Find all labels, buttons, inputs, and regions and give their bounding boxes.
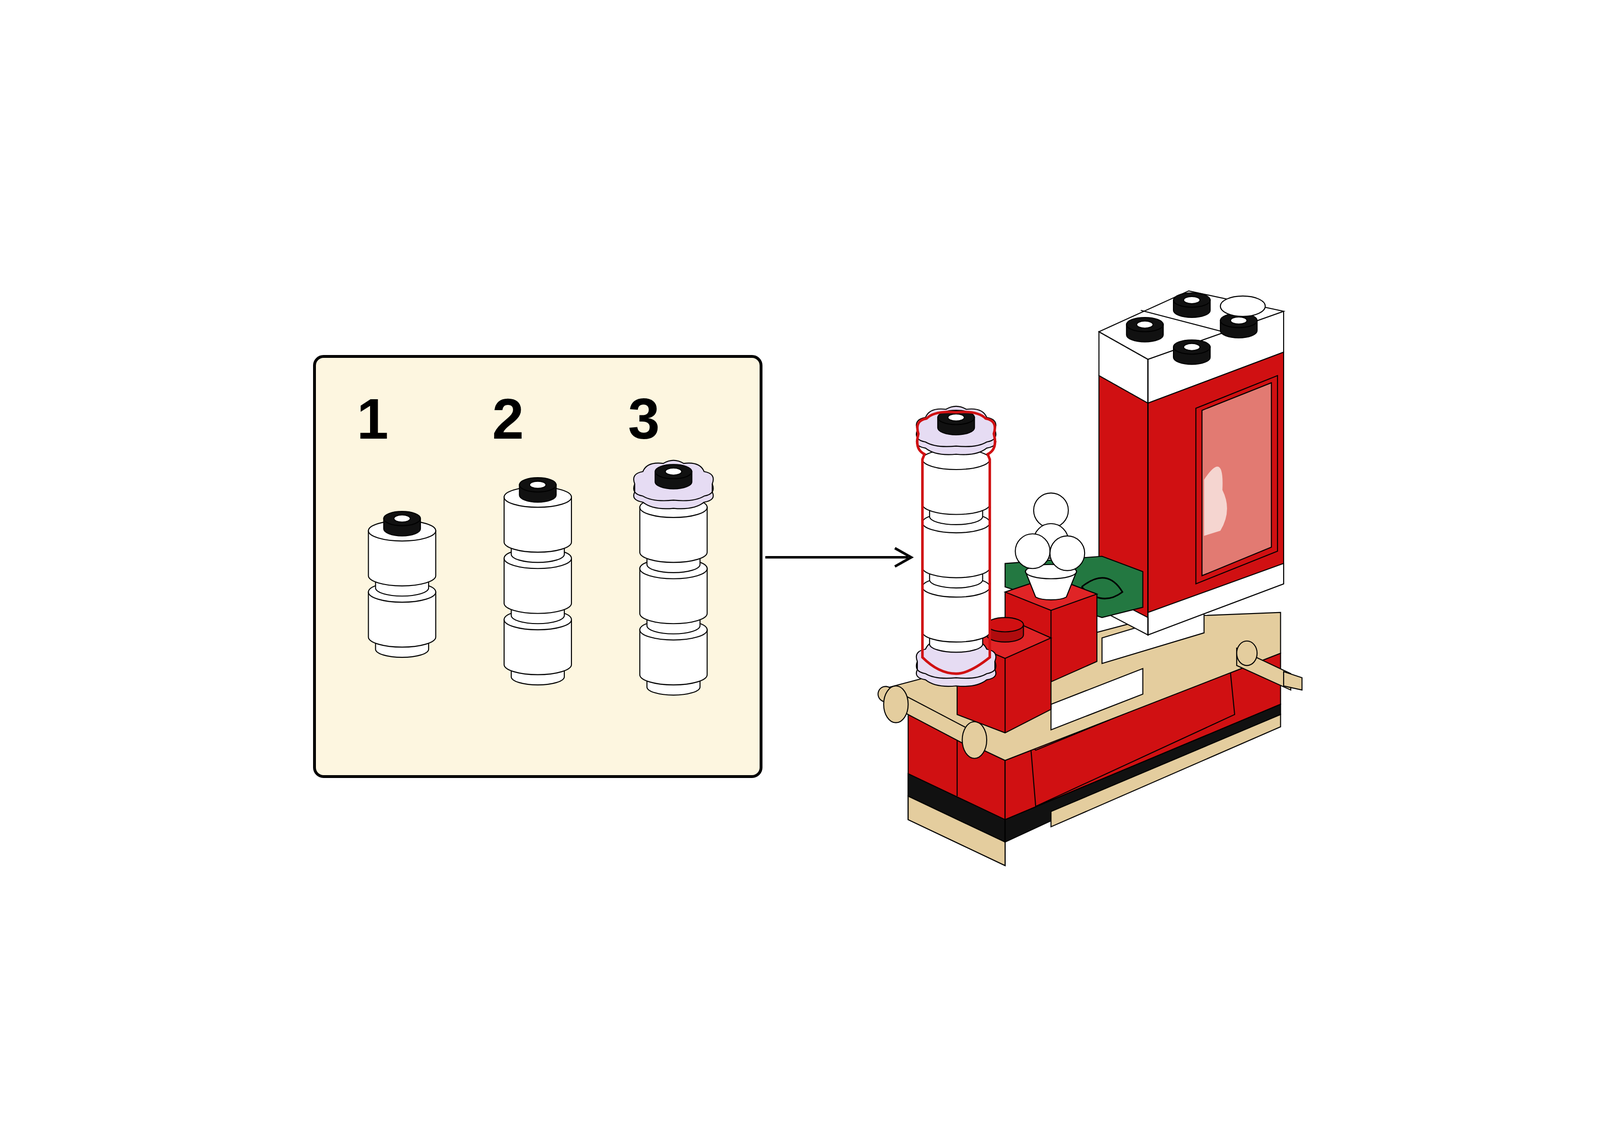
step-number: 2 (492, 390, 524, 448)
callout-box: 1 2 3 (313, 354, 763, 778)
step-number: 3 (628, 390, 660, 448)
step-number: 1 (356, 390, 389, 448)
